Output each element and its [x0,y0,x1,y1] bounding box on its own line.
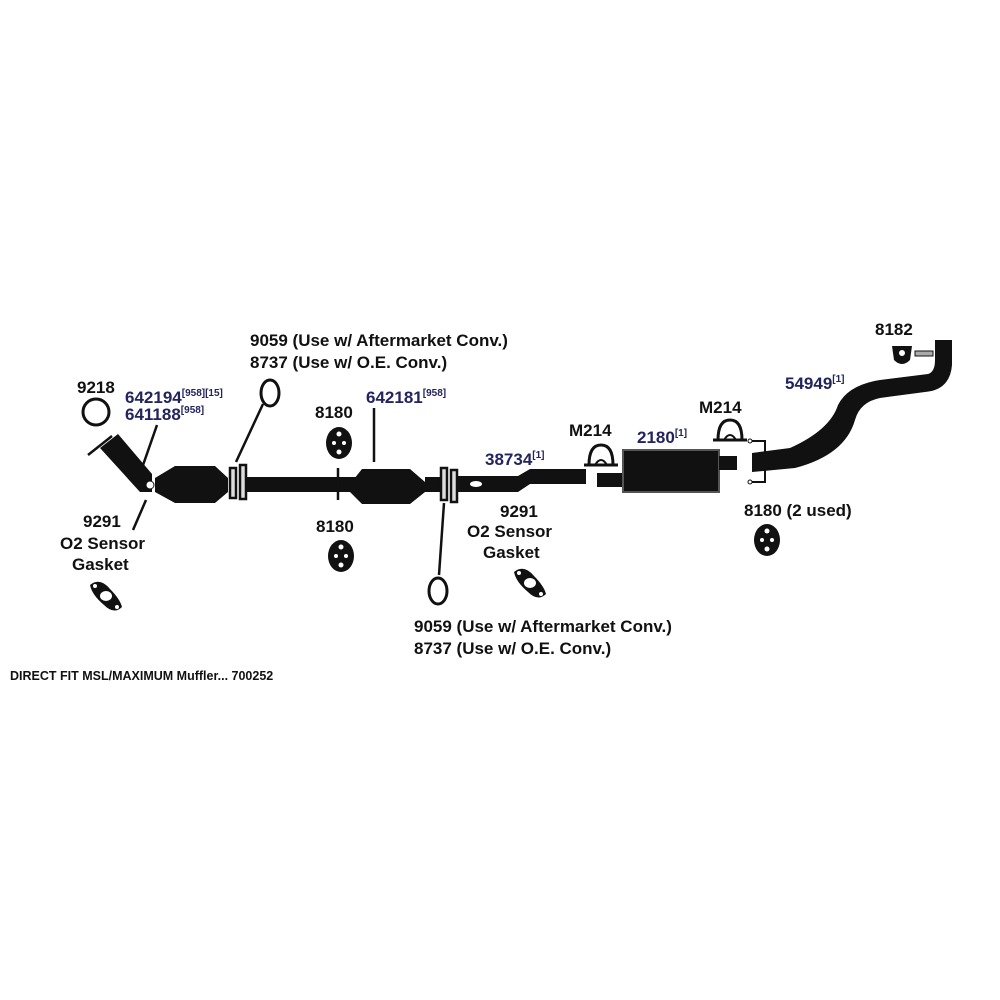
hanger-icon [328,540,354,572]
label-top-gasket-oe: 8737 (Use w/ O.E. Conv.) [250,353,447,372]
tailpipe [752,340,952,472]
hanger-icon [754,524,780,556]
rear-catalytic-converter [350,469,425,504]
label-rear-converter: 642181[958] [366,388,446,407]
label-front-gasket: 9218 [77,378,115,397]
o2-sensor-gasket-icon [514,568,546,598]
tail-hanger-icon [892,346,934,364]
mid-pipe [246,477,358,492]
flange [238,463,248,501]
converter-gasket-ring-top [259,378,281,408]
label-front-converter-a: 642194[958][15] [125,388,223,407]
label-o2-left-line2: Gasket [72,555,129,574]
flange [439,466,449,502]
label-top-gasket-aftermarket: 9059 (Use w/ Aftermarket Conv.) [250,331,508,350]
label-muffler: 2180[1] [637,428,687,447]
label-tail-hanger: 8182 [875,320,913,339]
front-catalytic-converter [155,466,228,503]
hanger-icon [326,427,352,459]
clamp-icon [582,443,620,467]
flange [228,466,238,500]
flange [449,468,459,504]
label-o2-right-number: 9291 [500,502,538,521]
front-pipe [87,434,155,492]
label-bottom-gasket-oe: 8737 (Use w/ O.E. Conv.) [414,639,611,658]
label-hanger-upper: 8180 [315,403,353,422]
label-front-converter-b: 641188[958] [125,405,204,424]
muffler-body [622,449,720,493]
label-o2-right-line2: Gasket [483,543,540,562]
diagram-footer: DIRECT FIT MSL/MAXIMUM Muffler... 700252 [10,669,273,683]
converter-gasket-ring-bottom [427,576,449,606]
clamp-icon [711,418,749,442]
label-hanger-right: 8180 (2 used) [744,501,852,520]
label-tailpipe: 54949[1] [785,374,845,393]
label-intermediate-pipe: 38734[1] [485,450,545,469]
label-bottom-gasket-aftermarket: 9059 (Use w/ Aftermarket Conv.) [414,617,672,636]
o2-sensor-gasket-icon [90,581,122,611]
intermediate-pipe [457,469,586,492]
label-clamp-left: M214 [569,421,612,440]
front-gasket-ring [81,397,111,427]
label-clamp-right: M214 [699,398,742,417]
label-o2-right-line1: O2 Sensor [467,522,552,541]
label-o2-left-line1: O2 Sensor [60,534,145,553]
label-o2-left-number: 9291 [83,512,121,531]
label-hanger-lower: 8180 [316,517,354,536]
